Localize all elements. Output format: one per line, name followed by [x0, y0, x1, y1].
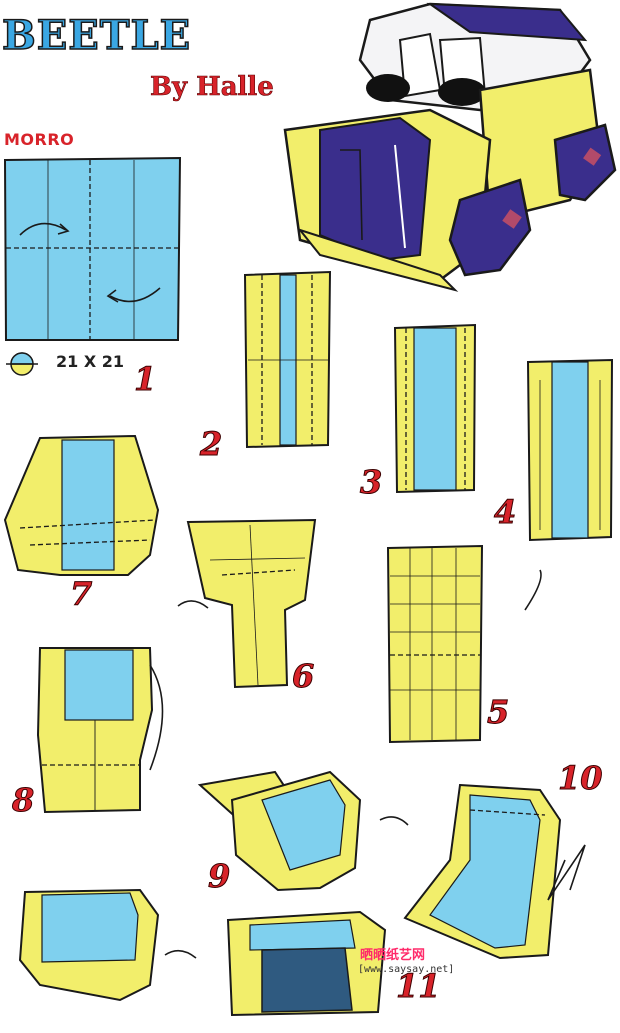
watermark-logo-text: 晒晒纸艺网 — [360, 944, 425, 963]
watermark-url: [www.saysay.net] — [358, 964, 454, 975]
step-number-5: 5 — [487, 696, 509, 728]
step-number-3: 3 — [360, 466, 382, 498]
step-number-10: 10 — [558, 762, 603, 794]
step-number-6: 6 — [292, 660, 314, 692]
step-number-1: 1 — [134, 363, 156, 395]
step-number-8: 8 — [12, 784, 34, 816]
step-number-2: 2 — [200, 428, 222, 460]
step-number-9: 9 — [208, 860, 230, 892]
step-number-7: 7 — [70, 578, 92, 610]
step-number-4: 4 — [494, 496, 516, 528]
